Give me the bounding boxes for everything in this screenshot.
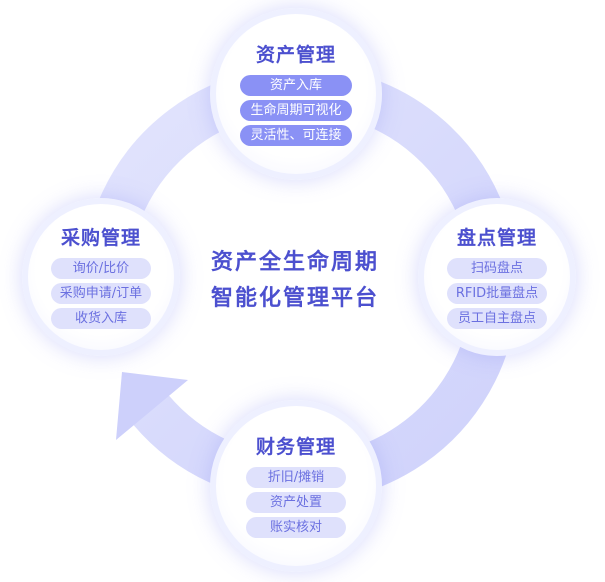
pill: 员工自主盘点 xyxy=(447,308,547,329)
pill: 折旧/摊销 xyxy=(246,467,346,488)
pill: 采购申请/订单 xyxy=(51,283,151,304)
pill: 收货入库 xyxy=(51,308,151,329)
pill: 资产入库 xyxy=(240,75,352,96)
node-title: 盘点管理 xyxy=(456,227,537,249)
pill: 扫码盘点 xyxy=(447,258,547,279)
pill: 询价/比价 xyxy=(51,258,151,279)
pill: 生命周期可视化 xyxy=(240,100,352,121)
pill: 资产处置 xyxy=(246,492,346,513)
node-title: 资产管理 xyxy=(255,44,336,66)
center-title-line1: 资产全生命周期 xyxy=(210,250,379,275)
center-title: 资产全生命周期 智能化管理平台 xyxy=(190,245,400,317)
node-inventory-management: 盘点管理 扫码盘点 RFID批量盘点 员工自主盘点 xyxy=(418,198,576,356)
node-finance-management: 财务管理 折旧/摊销 资产处置 账实核对 xyxy=(210,400,382,572)
center-title-line2: 智能化管理平台 xyxy=(210,286,379,311)
pill: 账实核对 xyxy=(246,517,346,538)
pill: 灵活性、可连接 xyxy=(240,125,352,146)
node-procurement-management: 采购管理 询价/比价 采购申请/订单 收货入库 xyxy=(22,198,180,356)
pill: RFID批量盘点 xyxy=(447,283,547,304)
node-title: 财务管理 xyxy=(255,436,336,458)
arrow-head-icon xyxy=(116,372,188,440)
node-asset-management: 资产管理 资产入库 生命周期可视化 灵活性、可连接 xyxy=(210,8,382,180)
node-title: 采购管理 xyxy=(60,227,141,249)
